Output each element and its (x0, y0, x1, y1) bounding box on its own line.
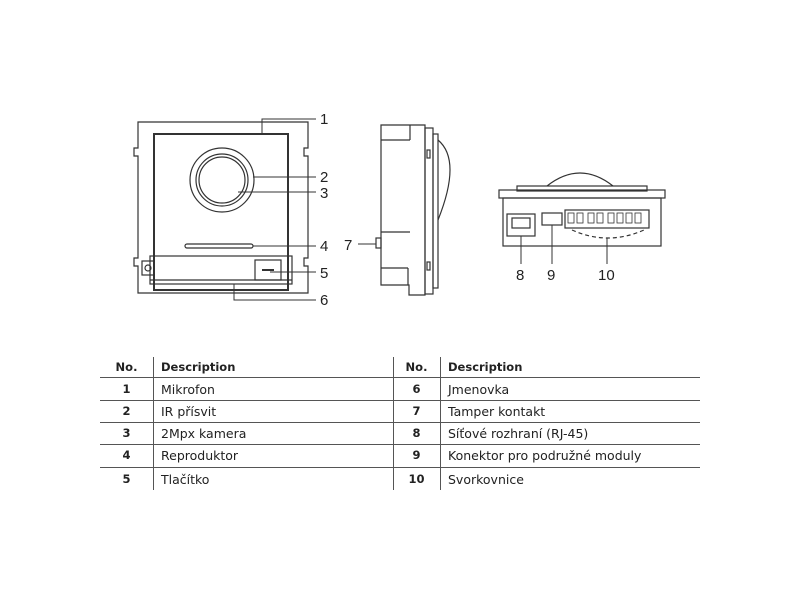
screw-cover (141, 260, 155, 276)
device-diagram: 1 2 3 4 5 6 7 8 9 10 (133, 111, 666, 309)
row-description: Mikrofon (161, 381, 215, 397)
row-no: 2 (122, 404, 131, 418)
table-divider (393, 357, 394, 490)
callout-8: 8 (516, 267, 524, 284)
header-no: No. (405, 359, 428, 374)
table-row: 1 Mikrofon (100, 378, 215, 400)
table-row: 4 Reproduktor (100, 444, 238, 466)
row-description: Jmenovka (448, 381, 510, 397)
header-description: Description (448, 359, 523, 374)
side-view (375, 124, 451, 296)
camera-lens (198, 156, 246, 204)
table-rule (100, 444, 700, 445)
row-no: 4 (122, 448, 131, 462)
row-description: Síťové rozhraní (RJ-45) (448, 425, 589, 441)
table-rule (100, 467, 700, 468)
table-row: 5 Tlačítko (100, 467, 209, 491)
callout-4: 4 (320, 238, 328, 255)
row-description: 2Mpx kamera (161, 425, 247, 441)
table-row: 6 Jmenovka (393, 378, 509, 400)
table-row: 8 Síťové rozhraní (RJ-45) (393, 422, 588, 444)
column-divider (153, 357, 154, 490)
row-no: 10 (408, 472, 425, 486)
row-description: Tamper kontakt (448, 403, 546, 419)
row-description: IR přísvit (161, 403, 217, 419)
callout-7: 7 (344, 237, 352, 254)
callout-1: 1 (320, 111, 328, 128)
camera-dome-bottom (546, 172, 614, 187)
row-no: 8 (412, 426, 421, 440)
row-description: Tlačítko (161, 471, 210, 487)
callout-6: 6 (320, 292, 328, 309)
module-connector (541, 212, 563, 226)
callout-2: 2 (320, 169, 328, 186)
row-no: 6 (412, 382, 421, 396)
table-rule (100, 377, 700, 378)
header-no: No. (115, 359, 138, 374)
speaker-slot (184, 243, 254, 249)
camera-dome-side (437, 139, 451, 221)
row-no: 1 (122, 382, 131, 396)
tamper-switch (375, 237, 382, 249)
front-panel (153, 133, 289, 291)
bottom-view (498, 172, 666, 247)
table-row: 10 Svorkovnice (393, 467, 524, 491)
row-no: 9 (412, 448, 421, 462)
row-no: 5 (122, 472, 131, 486)
table-rule (100, 400, 700, 401)
row-description: Svorkovnice (448, 471, 524, 487)
table-row: 2 IR přísvit (100, 400, 216, 422)
bottom-body (502, 197, 662, 247)
rj45-port (506, 213, 536, 237)
row-no: 7 (412, 404, 421, 418)
table-row: 3 2Mpx kamera (100, 422, 246, 444)
row-description: Reproduktor (161, 447, 239, 463)
row-no: 3 (122, 426, 131, 440)
call-button (254, 259, 282, 281)
table-row: 9 Konektor pro podružné moduly (393, 444, 641, 466)
callout-5: 5 (320, 265, 328, 282)
front-view (133, 121, 309, 294)
callout-3: 3 (320, 185, 328, 202)
leader-lines (233, 118, 608, 301)
terminal-block (564, 209, 650, 229)
side-body (380, 124, 426, 296)
row-description: Konektor pro podružné moduly (448, 447, 642, 463)
ir-ring (189, 147, 255, 213)
table-header: No. Description (100, 356, 236, 377)
column-divider (440, 357, 441, 490)
callout-9: 9 (547, 267, 555, 284)
table-header: No. Description (393, 356, 523, 377)
header-description: Description (161, 359, 236, 374)
mounting-frame (133, 121, 309, 294)
table-rule (100, 422, 700, 423)
table-row: 7 Tamper kontakt (393, 400, 545, 422)
callout-10: 10 (598, 267, 615, 284)
camera-lens-outer (195, 153, 249, 207)
